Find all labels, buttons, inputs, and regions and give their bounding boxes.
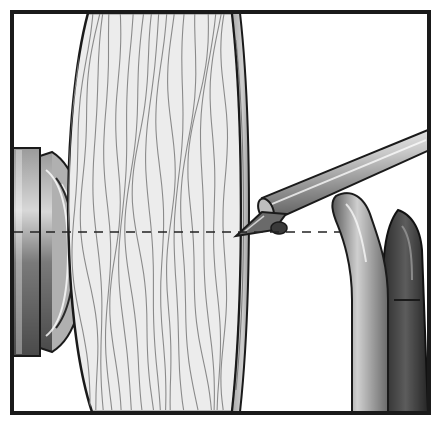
wood-grain-line (109, 13, 122, 411)
wood-blank-edge (230, 13, 250, 412)
tool-handle (382, 208, 428, 412)
wood-grain-line (103, 13, 113, 411)
wood-grain-line (180, 13, 199, 411)
wood-grain-line (131, 13, 155, 411)
wood-grain-line (166, 13, 176, 411)
wood-grain-line (209, 13, 223, 411)
wood-grain-line (155, 13, 168, 411)
wood-grain-line (118, 13, 134, 411)
wood-grain-line (187, 13, 212, 411)
wood-grain-line (79, 13, 102, 411)
wood-grain-line (92, 13, 104, 411)
wood-grain-line (199, 13, 217, 411)
frame-border (10, 10, 431, 415)
wood-grain-line (145, 13, 161, 411)
wood-grain-line (173, 13, 185, 411)
wood-grain-line (124, 13, 145, 411)
wood-grain (68, 13, 229, 411)
wood-grain-line (220, 13, 229, 411)
wood-grain-line (71, 13, 94, 410)
tool-rest (331, 192, 389, 412)
